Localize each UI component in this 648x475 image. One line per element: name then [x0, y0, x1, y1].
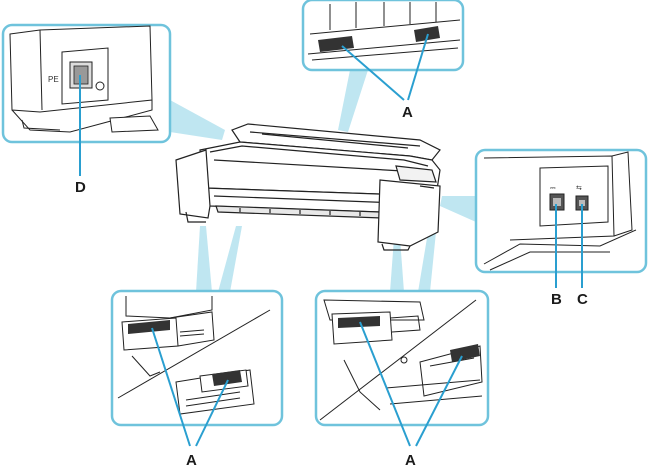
panel-top-slots	[301, 0, 465, 72]
lan-port-icon: ⎓	[550, 185, 556, 192]
label-a-top: A	[402, 104, 413, 121]
printer-illustration	[175, 123, 441, 251]
label-c: C	[577, 291, 588, 308]
slot-a-bottom-left-1	[128, 320, 170, 334]
label-b: B	[551, 291, 562, 308]
beam-bottom-right-a	[390, 238, 404, 292]
callout-top-lines	[341, 33, 429, 101]
slot-a-bottom-right-2	[450, 344, 480, 362]
panel-bottom-right-slots	[314, 289, 490, 427]
beam-bottom-right-b	[418, 232, 436, 292]
panel-power-connector: PE	[1, 23, 172, 144]
panel-bottom-left-slots	[110, 289, 284, 427]
beam-right	[440, 196, 476, 222]
label-d: D	[75, 179, 86, 196]
printer-control-panel	[395, 165, 437, 183]
callout-bottom-left-lines	[151, 327, 229, 447]
beam-top	[338, 70, 368, 132]
label-a-bottom-right: A	[405, 452, 416, 469]
pe-mark: PE	[48, 75, 59, 84]
printer-left-side	[175, 149, 211, 219]
connector-beams	[170, 70, 476, 292]
power-inlet-screw	[95, 81, 105, 91]
beam-bottom-left-a	[196, 226, 212, 292]
callout-bottom-right-lines	[359, 321, 463, 447]
callout-bc-lines	[555, 204, 583, 288]
label-a-bottom-left: A	[186, 452, 197, 469]
slot-a-bottom-right-1	[338, 316, 380, 328]
usb-port-icon: ⇆	[576, 185, 582, 192]
slot-a-bottom-left-2	[212, 370, 242, 386]
printer-right-side	[377, 179, 441, 247]
panel-rear-ports: ⎓ ⇆	[474, 148, 648, 274]
beam-bottom-left-b	[218, 226, 242, 292]
beam-left-upper	[170, 100, 225, 140]
